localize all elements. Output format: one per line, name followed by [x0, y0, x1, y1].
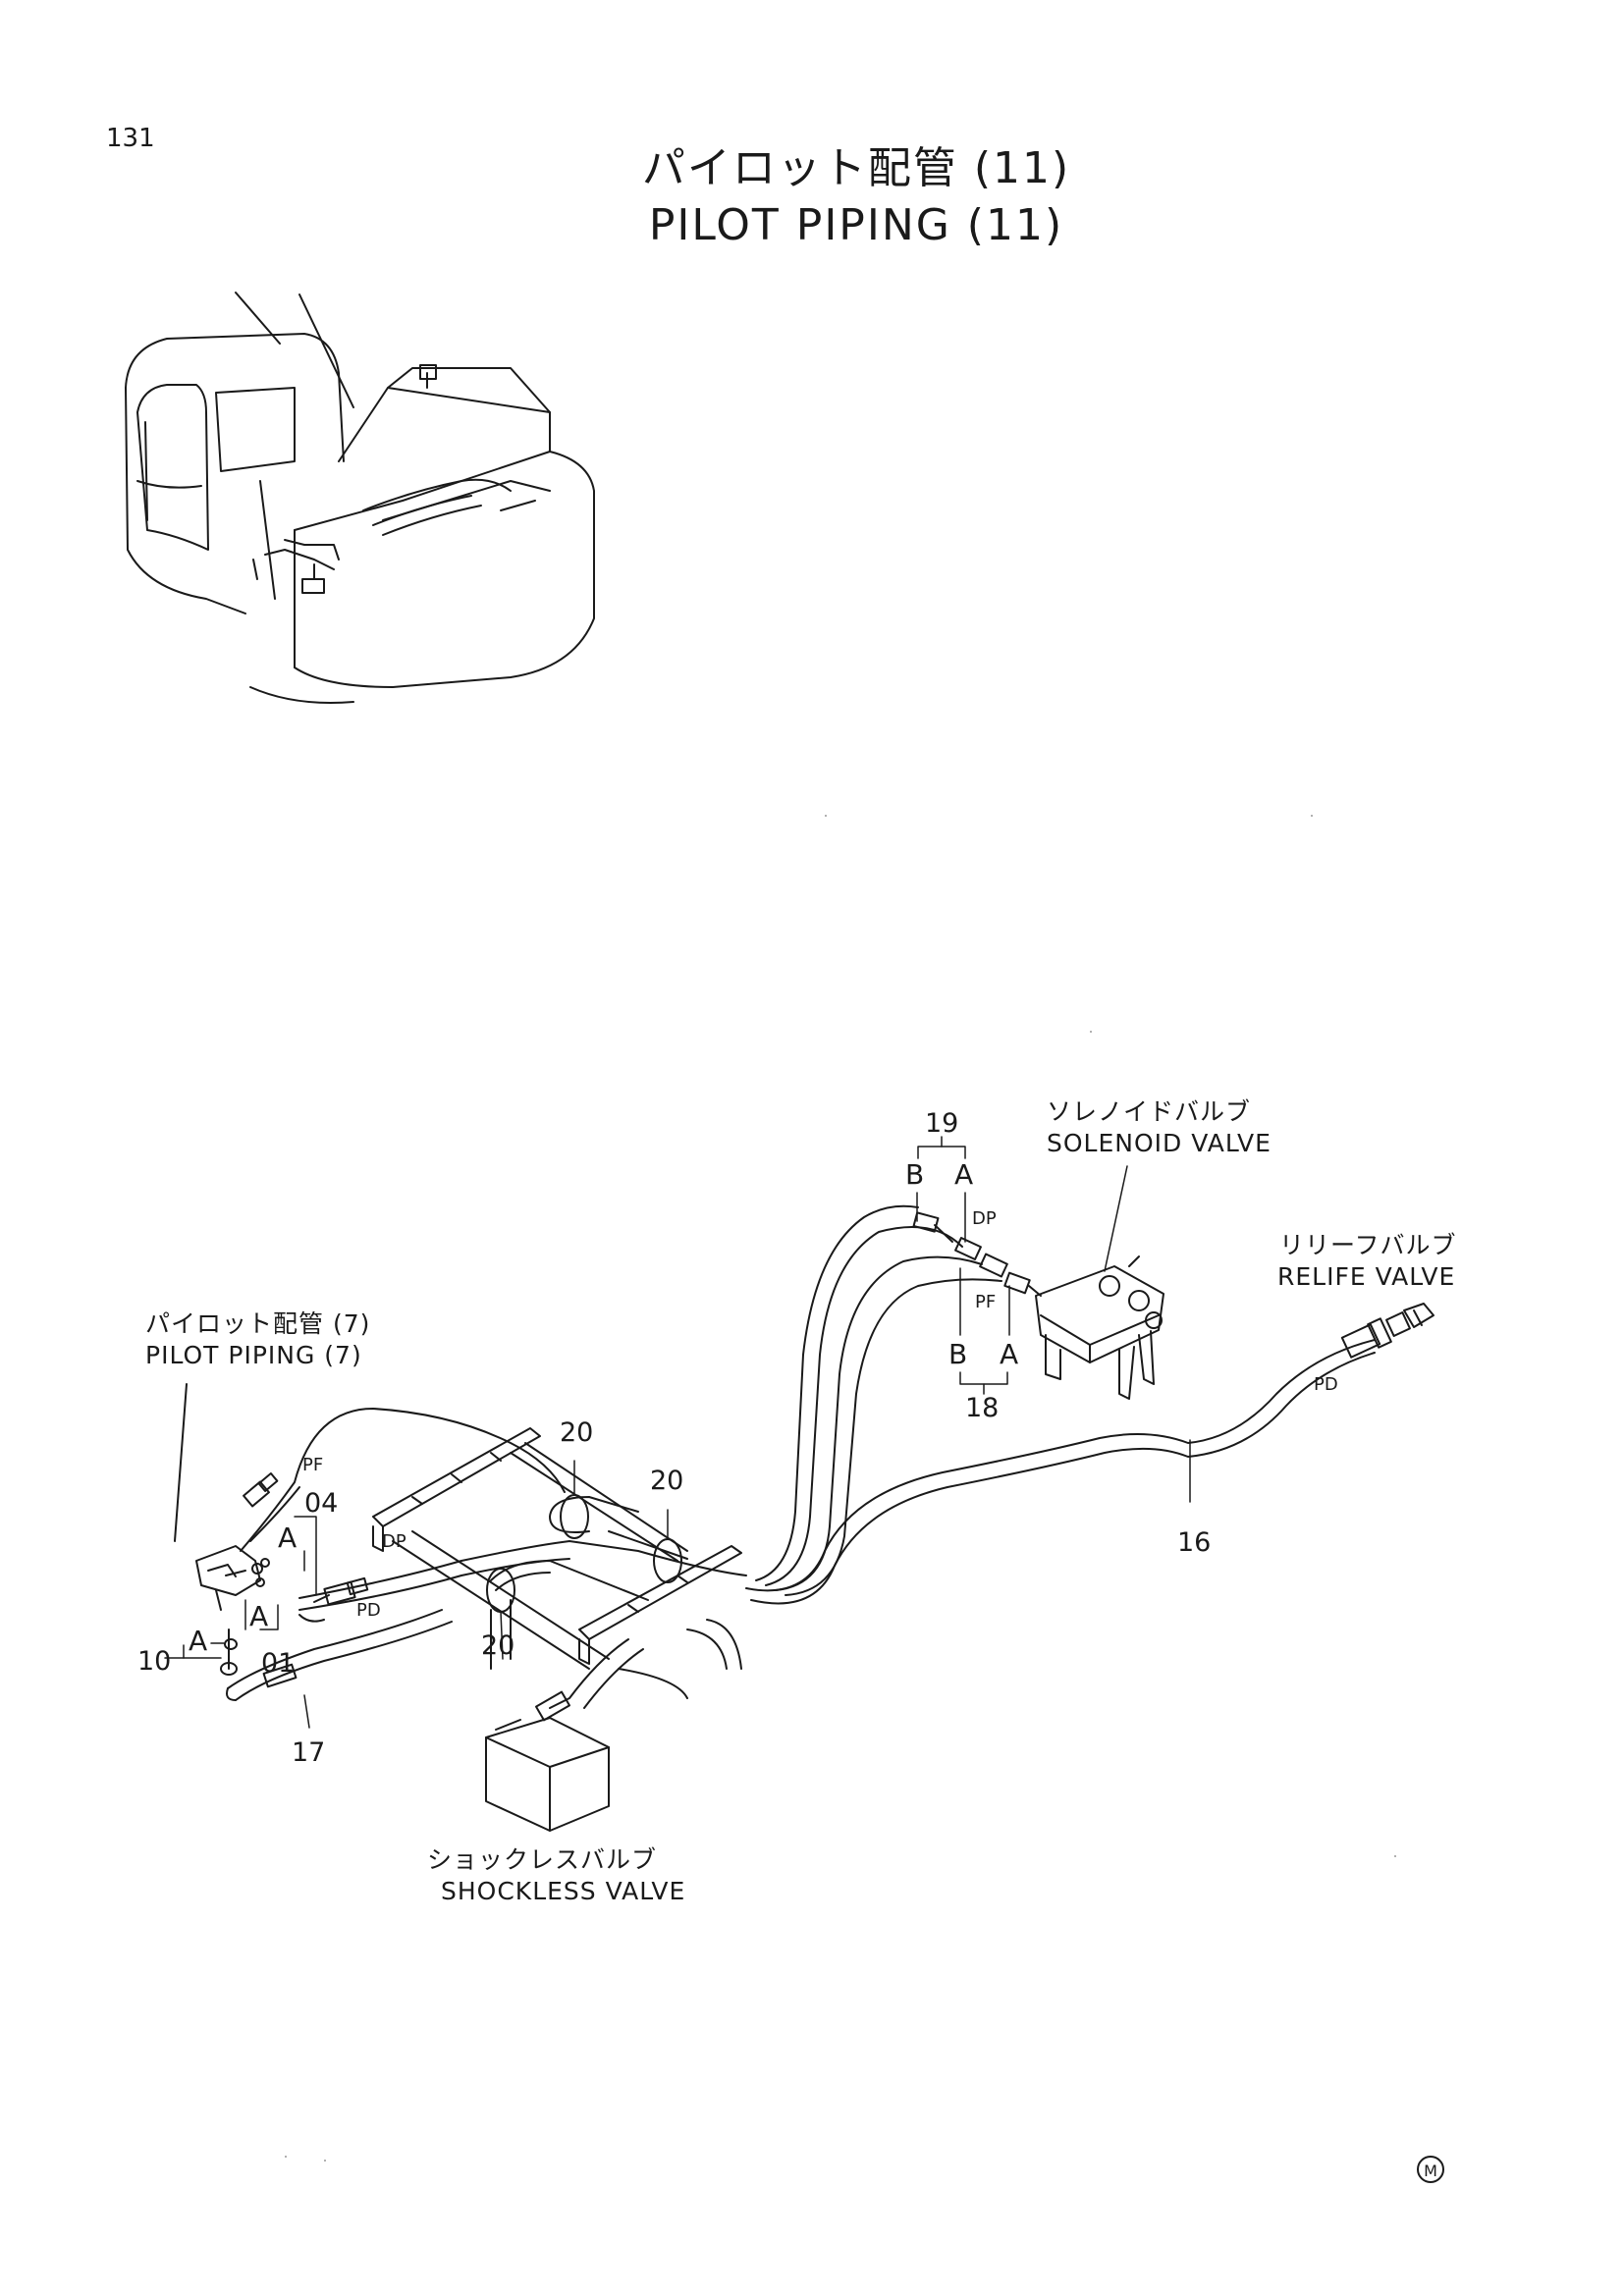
- port-pf-right: PF: [975, 1292, 997, 1312]
- solenoid-valve-label-jp: ソレノイドバルブ: [1047, 1097, 1252, 1126]
- callout-10: 10: [137, 1646, 172, 1677]
- callout-20-right: 20: [650, 1466, 684, 1496]
- callout-17: 17: [292, 1737, 326, 1768]
- scan-speck: [285, 2156, 287, 2158]
- relief-valve-label-en: RELIFE VALVE: [1277, 1262, 1456, 1291]
- page-number: 131: [106, 124, 155, 153]
- port-a-10: A: [189, 1625, 208, 1657]
- scan-speck: [1311, 815, 1313, 817]
- port-b-top: B: [905, 1158, 925, 1191]
- scan-speck: [825, 815, 827, 817]
- shockless-valve-label-en: SHOCKLESS VALVE: [441, 1877, 686, 1905]
- excavator-overview-illustration: [125, 292, 595, 704]
- port-a-01: A: [249, 1600, 269, 1632]
- port-dp-left: DP: [382, 1531, 406, 1552]
- callout-16: 16: [1177, 1527, 1212, 1558]
- callout-04: 04: [304, 1488, 339, 1519]
- relief-valve-label-jp: リリーフバルブ: [1279, 1231, 1457, 1259]
- solenoid-valve-label-en: SOLENOID VALVE: [1047, 1129, 1272, 1157]
- pilot-piping-7-label-jp: パイロット配管 (7): [145, 1309, 371, 1338]
- page-title-english: PILOT PIPING (11): [648, 200, 1064, 250]
- port-pd-relief: PD: [1314, 1374, 1338, 1395]
- callout-01: 01: [261, 1648, 296, 1679]
- port-dp-right: DP: [972, 1208, 997, 1229]
- pilot-piping-7-label-en: PILOT PIPING (7): [145, 1341, 362, 1369]
- pilot-piping-assembly: [164, 1136, 1435, 1832]
- port-b-bottom: B: [948, 1338, 968, 1370]
- port-a-top: A: [954, 1158, 974, 1191]
- port-pd-left: PD: [356, 1600, 381, 1621]
- scan-speck: [1394, 1855, 1396, 1857]
- scan-speck: [1090, 1031, 1092, 1033]
- callout-19: 19: [925, 1108, 959, 1139]
- port-a-04: A: [278, 1522, 298, 1554]
- callout-20-lower: 20: [481, 1630, 515, 1661]
- scan-speck: [324, 2160, 326, 2162]
- shockless-valve-label-jp: ショックレスバルブ: [427, 1845, 658, 1874]
- port-a-bottom: A: [1000, 1338, 1019, 1370]
- port-pf-left: PF: [302, 1455, 324, 1475]
- callout-18: 18: [965, 1393, 1000, 1423]
- m-mark-symbol: M: [1417, 2156, 1444, 2183]
- callout-20-upper: 20: [560, 1417, 594, 1448]
- page-title-japanese: パイロット配管 (11): [641, 143, 1071, 193]
